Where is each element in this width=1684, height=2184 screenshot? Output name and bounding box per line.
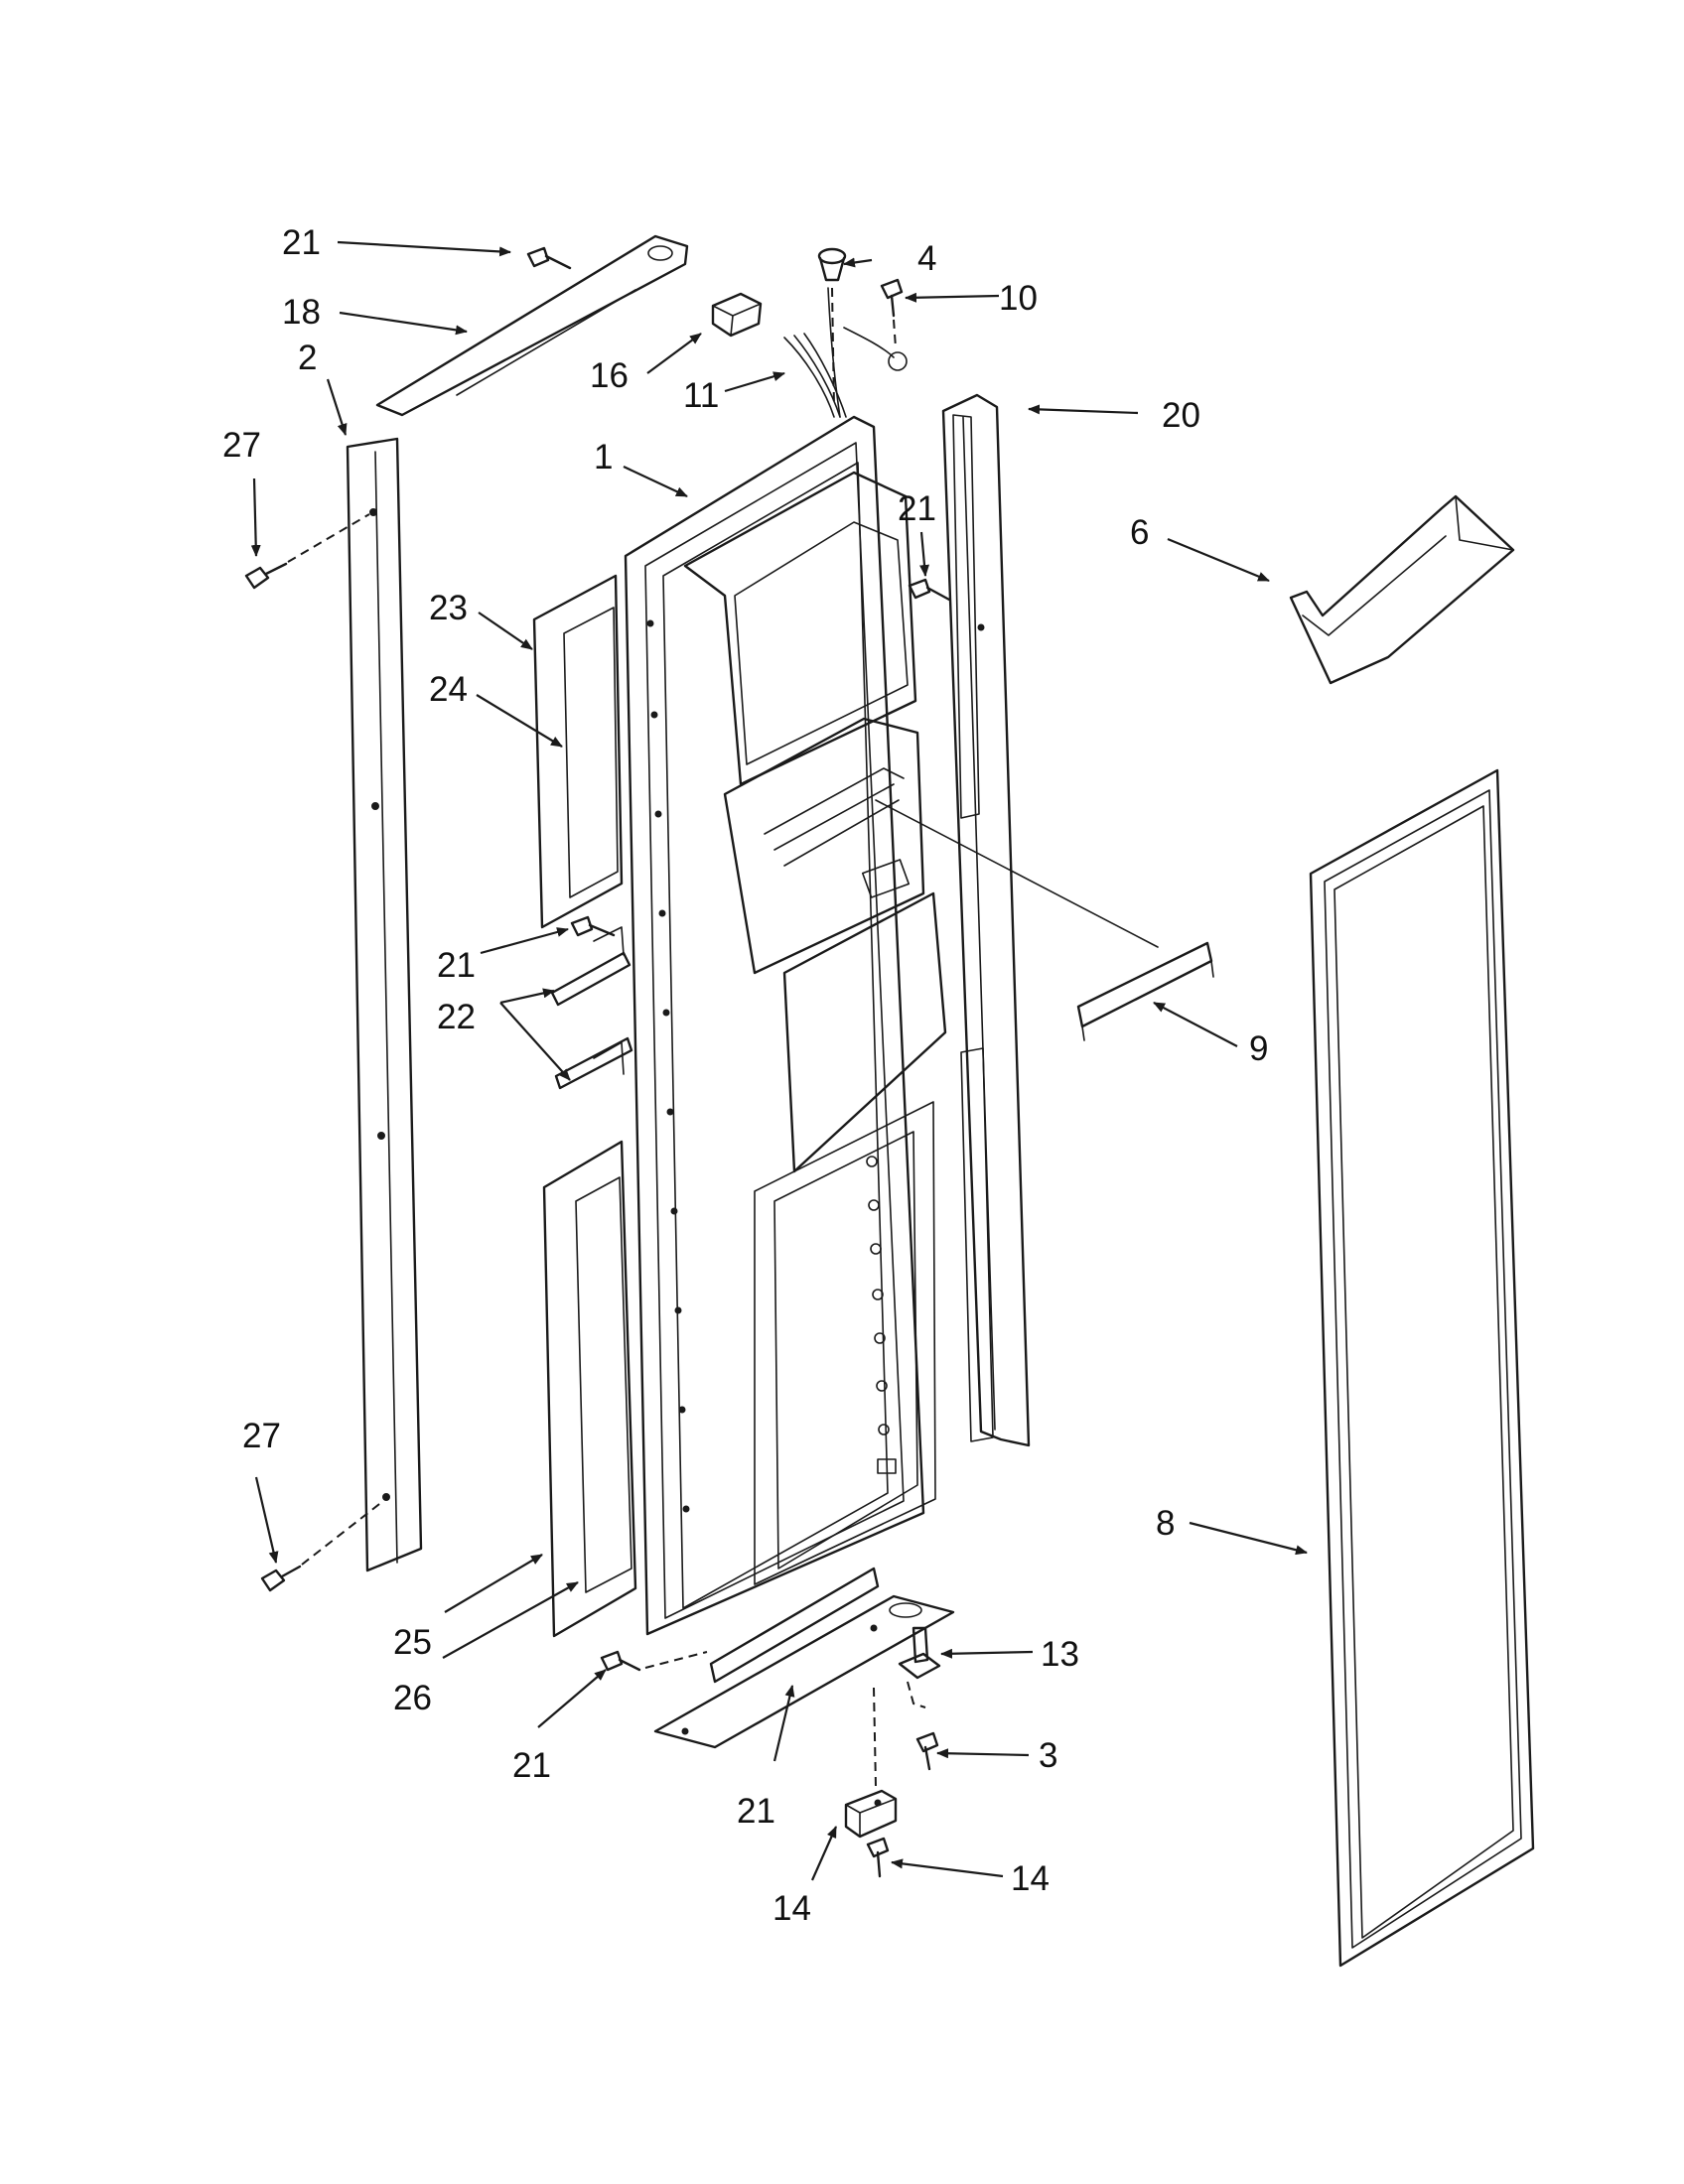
part-2-left-trim-strip [346,437,423,1572]
callout-27-lower: 27 [242,1417,281,1455]
callout-23: 23 [429,589,468,627]
callout-14: 14 [772,1889,811,1928]
callout-4: 4 [917,239,936,278]
part-23-upper-panel [532,574,624,929]
callout-24: 24 [429,670,468,709]
callout-19-top: 21 [282,223,321,262]
part-1-door-liner [624,415,947,1636]
callout-22: 22 [437,998,476,1036]
callout-12: 13 [1041,1635,1079,1674]
part-14-hinge-block [844,1789,898,1839]
callout-1: 1 [594,438,613,477]
part-6-handle [1289,494,1515,685]
part-19-screw-top [526,246,572,270]
callout-3: 3 [1039,1736,1057,1775]
callout-19-bottom: 21 [512,1746,551,1785]
part-19-screw-right [908,578,951,602]
part-25-lower-panel [542,1140,637,1638]
callout-8: 8 [1156,1504,1175,1543]
callout-19-right: 21 [898,489,936,528]
part-11-wire-harness [783,287,908,418]
part-27-screw-upper [244,562,288,590]
callout-27-upper: 27 [222,426,261,465]
part-24-upper-insulation [563,607,619,898]
part-22-bracket-upper [550,926,632,1007]
callout-10: 10 [999,279,1038,318]
callout-20: 20 [1162,396,1200,435]
callout-25: 25 [393,1623,432,1662]
part-19-screw-bottom [600,1650,641,1672]
callout-2: 2 [298,339,317,377]
part-21-bottom-plate [653,1567,955,1749]
part-19-screw-middle [570,915,616,937]
callout-11: 11 [683,376,719,415]
callout-26: 26 [393,1679,432,1717]
callout-16: 16 [590,356,629,395]
part-20-right-trim [941,393,1031,1447]
callout-labels: 21 18 2 27 27 1 4 10 16 11 21 20 6 23 24… [222,223,1268,1928]
callout-6: 6 [1130,513,1149,552]
callout-13: 14 [1011,1859,1050,1898]
part-10-screw [880,278,904,318]
part-3-screw [915,1731,939,1771]
part-12-hinge-pin [898,1626,941,1680]
callout-18: 18 [282,293,321,332]
part-18-top-trim [375,234,689,417]
part-9-shelf-bracket [1076,941,1214,1041]
leader-lines [250,240,1308,1881]
part-13-screw [866,1837,890,1878]
callout-19-middle: 21 [437,946,476,985]
part-4-light-socket [817,247,847,282]
callout-9: 9 [1249,1029,1268,1068]
part-8-door-gasket [1309,768,1535,1968]
part-26-lower-insulation [575,1176,632,1593]
part-22-bracket-lower [554,1036,633,1090]
callout-21: 21 [737,1792,775,1831]
part-16-connector [711,292,763,338]
part-27-screw-lower [260,1565,302,1592]
